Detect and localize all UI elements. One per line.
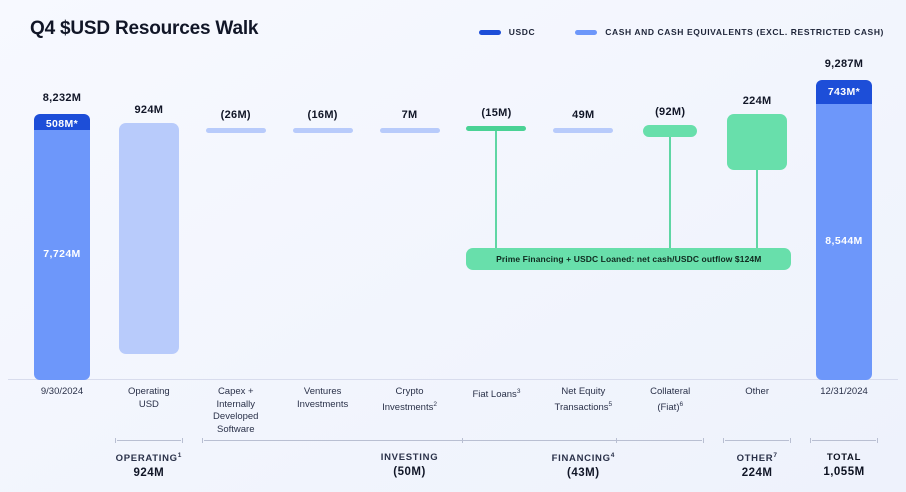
bar-segment-cash-label: 7,724M [43,248,81,260]
bar-delta [643,125,698,137]
group-name: Financing4 [551,452,616,465]
bar-delta [205,128,266,133]
group-value: 224M [741,467,773,480]
bar-segment-usdc-label: 508M* [45,118,79,130]
label-superscript: 2 [433,400,437,408]
bar-column: (92M) [628,70,712,380]
group-superscript: 4 [610,452,616,459]
annotation-banner: Prime Financing + USDC Loaned: net cash/… [466,248,792,270]
legend-swatch-usdc [478,29,501,35]
bar-delta [292,128,353,133]
group-summary-row: Operating1 924M Investing (50M) Financing4 (4… [0,438,906,492]
bar-segment-usdc: 508M* [34,114,90,130]
group-value: 1,055M [823,466,865,478]
bar-value-label: (26M) [220,109,251,121]
group-rule [723,438,792,443]
chart-legend: USDC Cash and Cash Equivalents (excl. Re… [478,27,884,37]
bar-delta [553,128,614,133]
bar-column: (15M) [454,70,538,380]
bar-column: 49M [541,70,625,380]
bar-delta [466,126,527,131]
group-value: 924M [133,467,165,480]
bar-value-label: 7M [401,109,418,121]
bar-column: 7M [368,70,452,380]
label-superscript: 5 [608,400,613,408]
group-value: (50M) [393,466,426,478]
bar-delta [118,123,179,354]
connector-stem [495,131,498,262]
x-axis-label: Fiat Loans3 [472,388,521,401]
bar-total-value: 8,232M [42,92,82,104]
connector-stem [669,137,672,262]
label-superscript: 3 [516,388,521,395]
bar-value-label: (15M) [481,107,512,119]
bar-column: (16M) [281,70,365,380]
bar-value-label: 49M [572,109,595,121]
bar-column: 924M [107,70,191,380]
x-axis-label: 9/30/2024 [40,386,84,397]
group-operating: Operating1 924M [114,438,183,480]
group-superscript: 7 [773,452,778,459]
bar-segment-cash-label: 8,544M [825,235,863,247]
bar-segment-cash: 7,724M [34,130,90,380]
group-name: Total [826,452,862,463]
page-title: Q4 $USD Resources Walk [30,18,259,39]
legend-label-cash: Cash and Cash Equivalents (excl. Restric… [605,27,884,37]
group-rule [462,438,705,443]
group-name: Investing [380,452,439,463]
bar-segment-usdc: 743M* [816,80,872,104]
bar-column: 8,232M 508M* 7,724M [20,70,104,380]
baseline-axis [8,379,898,380]
bar-value-label: 224M [742,95,772,107]
group-total: Total 1,055M [810,438,878,478]
bar-delta [379,128,440,133]
bar-column: (26M) [194,70,278,380]
group-rule [810,438,878,443]
legend-swatch-cash [575,29,598,35]
plot-area: 8,232M 508M* 7,724M 924M (26M) (16M) 7M (15M) 49… [0,58,906,380]
group-superscript: 1 [177,452,183,459]
bar-value-label: (16M) [307,109,338,121]
bar-value-label: 924M [134,104,164,116]
annotation-text: Prime Financing + USDC Loaned: net cash/… [496,254,762,264]
legend-item-cash: Cash and Cash Equivalents (excl. Restric… [575,27,884,37]
connector-stem [756,170,759,262]
x-axis-label: Other [745,386,769,397]
bar-column: 224M [715,70,799,380]
bar-column: 9,287M 743M* 8,544M [802,58,886,380]
group-value: (43M) [567,467,600,480]
group-name: Operating1 [115,452,183,465]
legend-label-usdc: USDC [508,27,536,37]
x-axis-label: Collateral(Fiat)6 [650,386,691,413]
group-rule [114,438,183,443]
legend-item-usdc: USDC [478,27,536,37]
group-financing: Financing4 (43M) [462,438,705,480]
group-name: Other7 [736,452,778,465]
group-other: Other7 224M [723,438,792,480]
label-superscript: 6 [679,400,684,408]
bar-value-label: (92M) [655,106,686,118]
bar-segment-cash: 8,544M [816,104,872,380]
x-axis-label: 12/31/2024 [820,386,868,397]
bar-segment-usdc-label: 743M* [827,85,861,98]
bar-delta [727,114,788,170]
bar-total-value: 9,287M [824,58,864,70]
